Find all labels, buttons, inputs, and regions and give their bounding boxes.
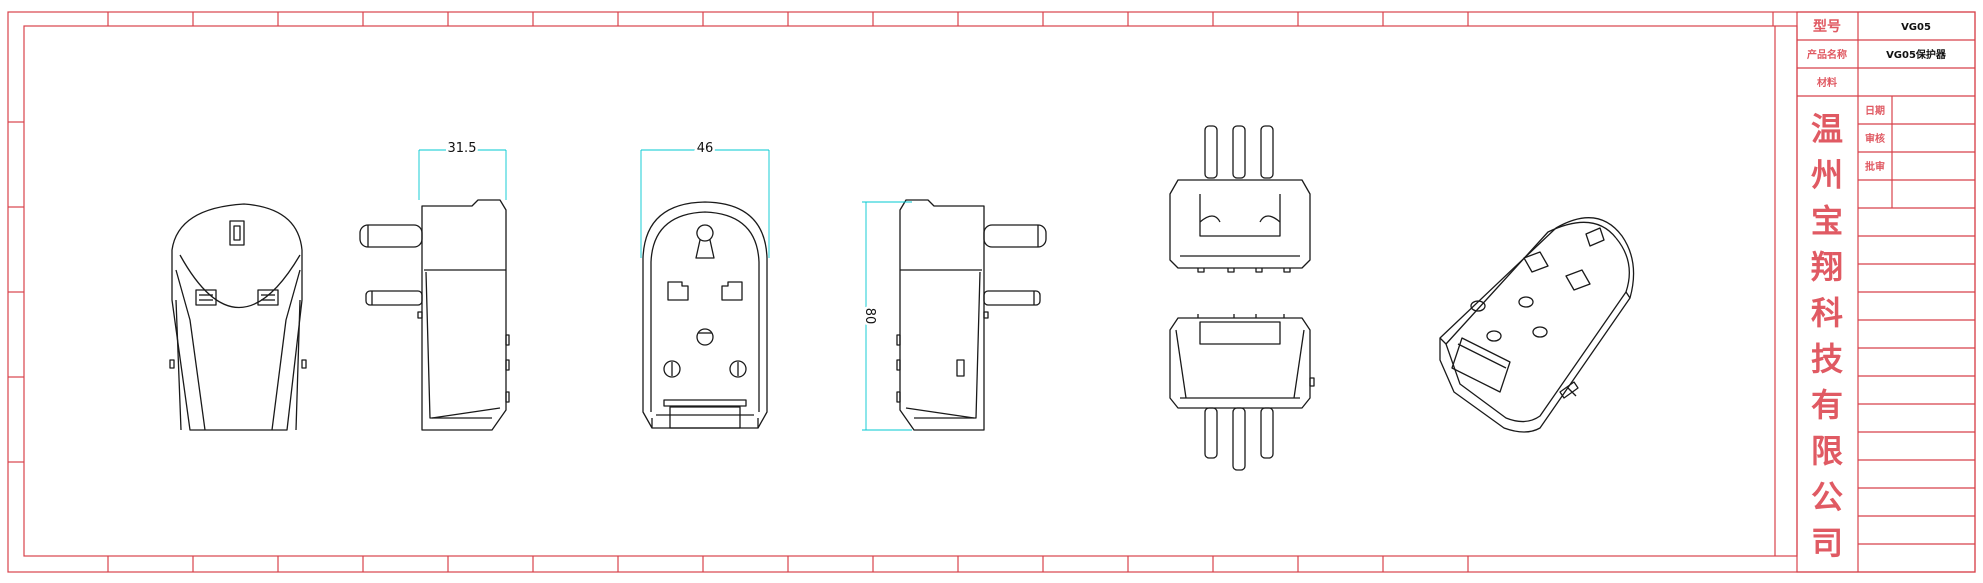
side-view-left <box>359 199 510 431</box>
company-char: 温 <box>1811 110 1843 148</box>
company-char: 公 <box>1811 478 1843 516</box>
company-char: 宝 <box>1811 202 1843 240</box>
review-label: 审核 <box>1865 132 1885 145</box>
dimension-height <box>862 201 912 431</box>
earth-socket-keyhole <box>695 224 715 259</box>
side-view-right <box>896 199 1047 431</box>
shutter-center <box>696 328 714 346</box>
title-block-text: 型号 VG05 产品名称 VG05保护器 材料 日期 审核 批审 温 州 宝 翔… <box>1807 18 1947 562</box>
company-char: 有 <box>1811 386 1843 424</box>
shutter-right <box>729 360 747 378</box>
pin <box>1232 125 1246 179</box>
dimension-back-width <box>640 149 770 258</box>
dimension-side-depth <box>418 149 507 200</box>
pin <box>1260 125 1274 179</box>
product-name-label: 产品名称 <box>1807 48 1847 61</box>
iso-socket-left <box>1523 251 1549 273</box>
earth-pin <box>983 224 1047 248</box>
iso-socket-keyhole <box>1585 227 1605 247</box>
company-char: 科 <box>1811 294 1843 332</box>
approve-label: 批审 <box>1865 160 1885 173</box>
left-universal-socket <box>667 281 689 301</box>
pin <box>1260 407 1274 459</box>
top-zone-ticks <box>107 12 1774 26</box>
earth-pin <box>359 224 423 248</box>
company-name: 温 州 宝 翔 科 技 有 限 公 司 <box>1811 110 1843 562</box>
product-name-value: VG05保护器 <box>1886 48 1947 61</box>
live-pin <box>365 290 423 306</box>
right-universal-socket <box>721 281 743 301</box>
title-block-rows <box>1858 123 1975 545</box>
company-char: 技 <box>1811 340 1843 378</box>
bottom-zone-ticks <box>107 556 1469 572</box>
dimension-label-height: 80 <box>862 308 877 325</box>
pin <box>1204 125 1218 179</box>
model-label: 型号 <box>1813 18 1841 35</box>
company-char: 州 <box>1811 156 1843 194</box>
date-label: 日期 <box>1865 104 1885 117</box>
company-char: 翔 <box>1811 248 1843 286</box>
left-zone-ticks <box>8 121 24 463</box>
title-block <box>1796 11 1976 573</box>
drawing-frame <box>7 11 1976 573</box>
model-value: VG05 <box>1901 22 1931 33</box>
dimension-label-side-depth: 31.5 <box>448 141 477 156</box>
iso-bottom-window <box>1451 337 1511 393</box>
live-pin <box>983 290 1041 306</box>
iso-socket-right <box>1565 269 1591 291</box>
back-view <box>642 201 768 429</box>
pin <box>1232 407 1246 471</box>
material-label: 材料 <box>1817 76 1837 89</box>
bottom-window <box>669 406 741 429</box>
top-view <box>1169 125 1311 273</box>
neutral-pin-socket <box>257 289 279 306</box>
earth-pin-socket <box>229 220 245 246</box>
company-char: 限 <box>1811 432 1843 470</box>
pin <box>1204 407 1218 459</box>
live-pin-socket <box>195 289 217 306</box>
bottom-view <box>1169 314 1315 471</box>
shutter-left <box>663 360 681 378</box>
company-char: 司 <box>1811 524 1843 562</box>
dimension-label-back-width: 46 <box>697 141 714 156</box>
isometric-view <box>1439 217 1635 433</box>
front-view <box>169 203 307 431</box>
